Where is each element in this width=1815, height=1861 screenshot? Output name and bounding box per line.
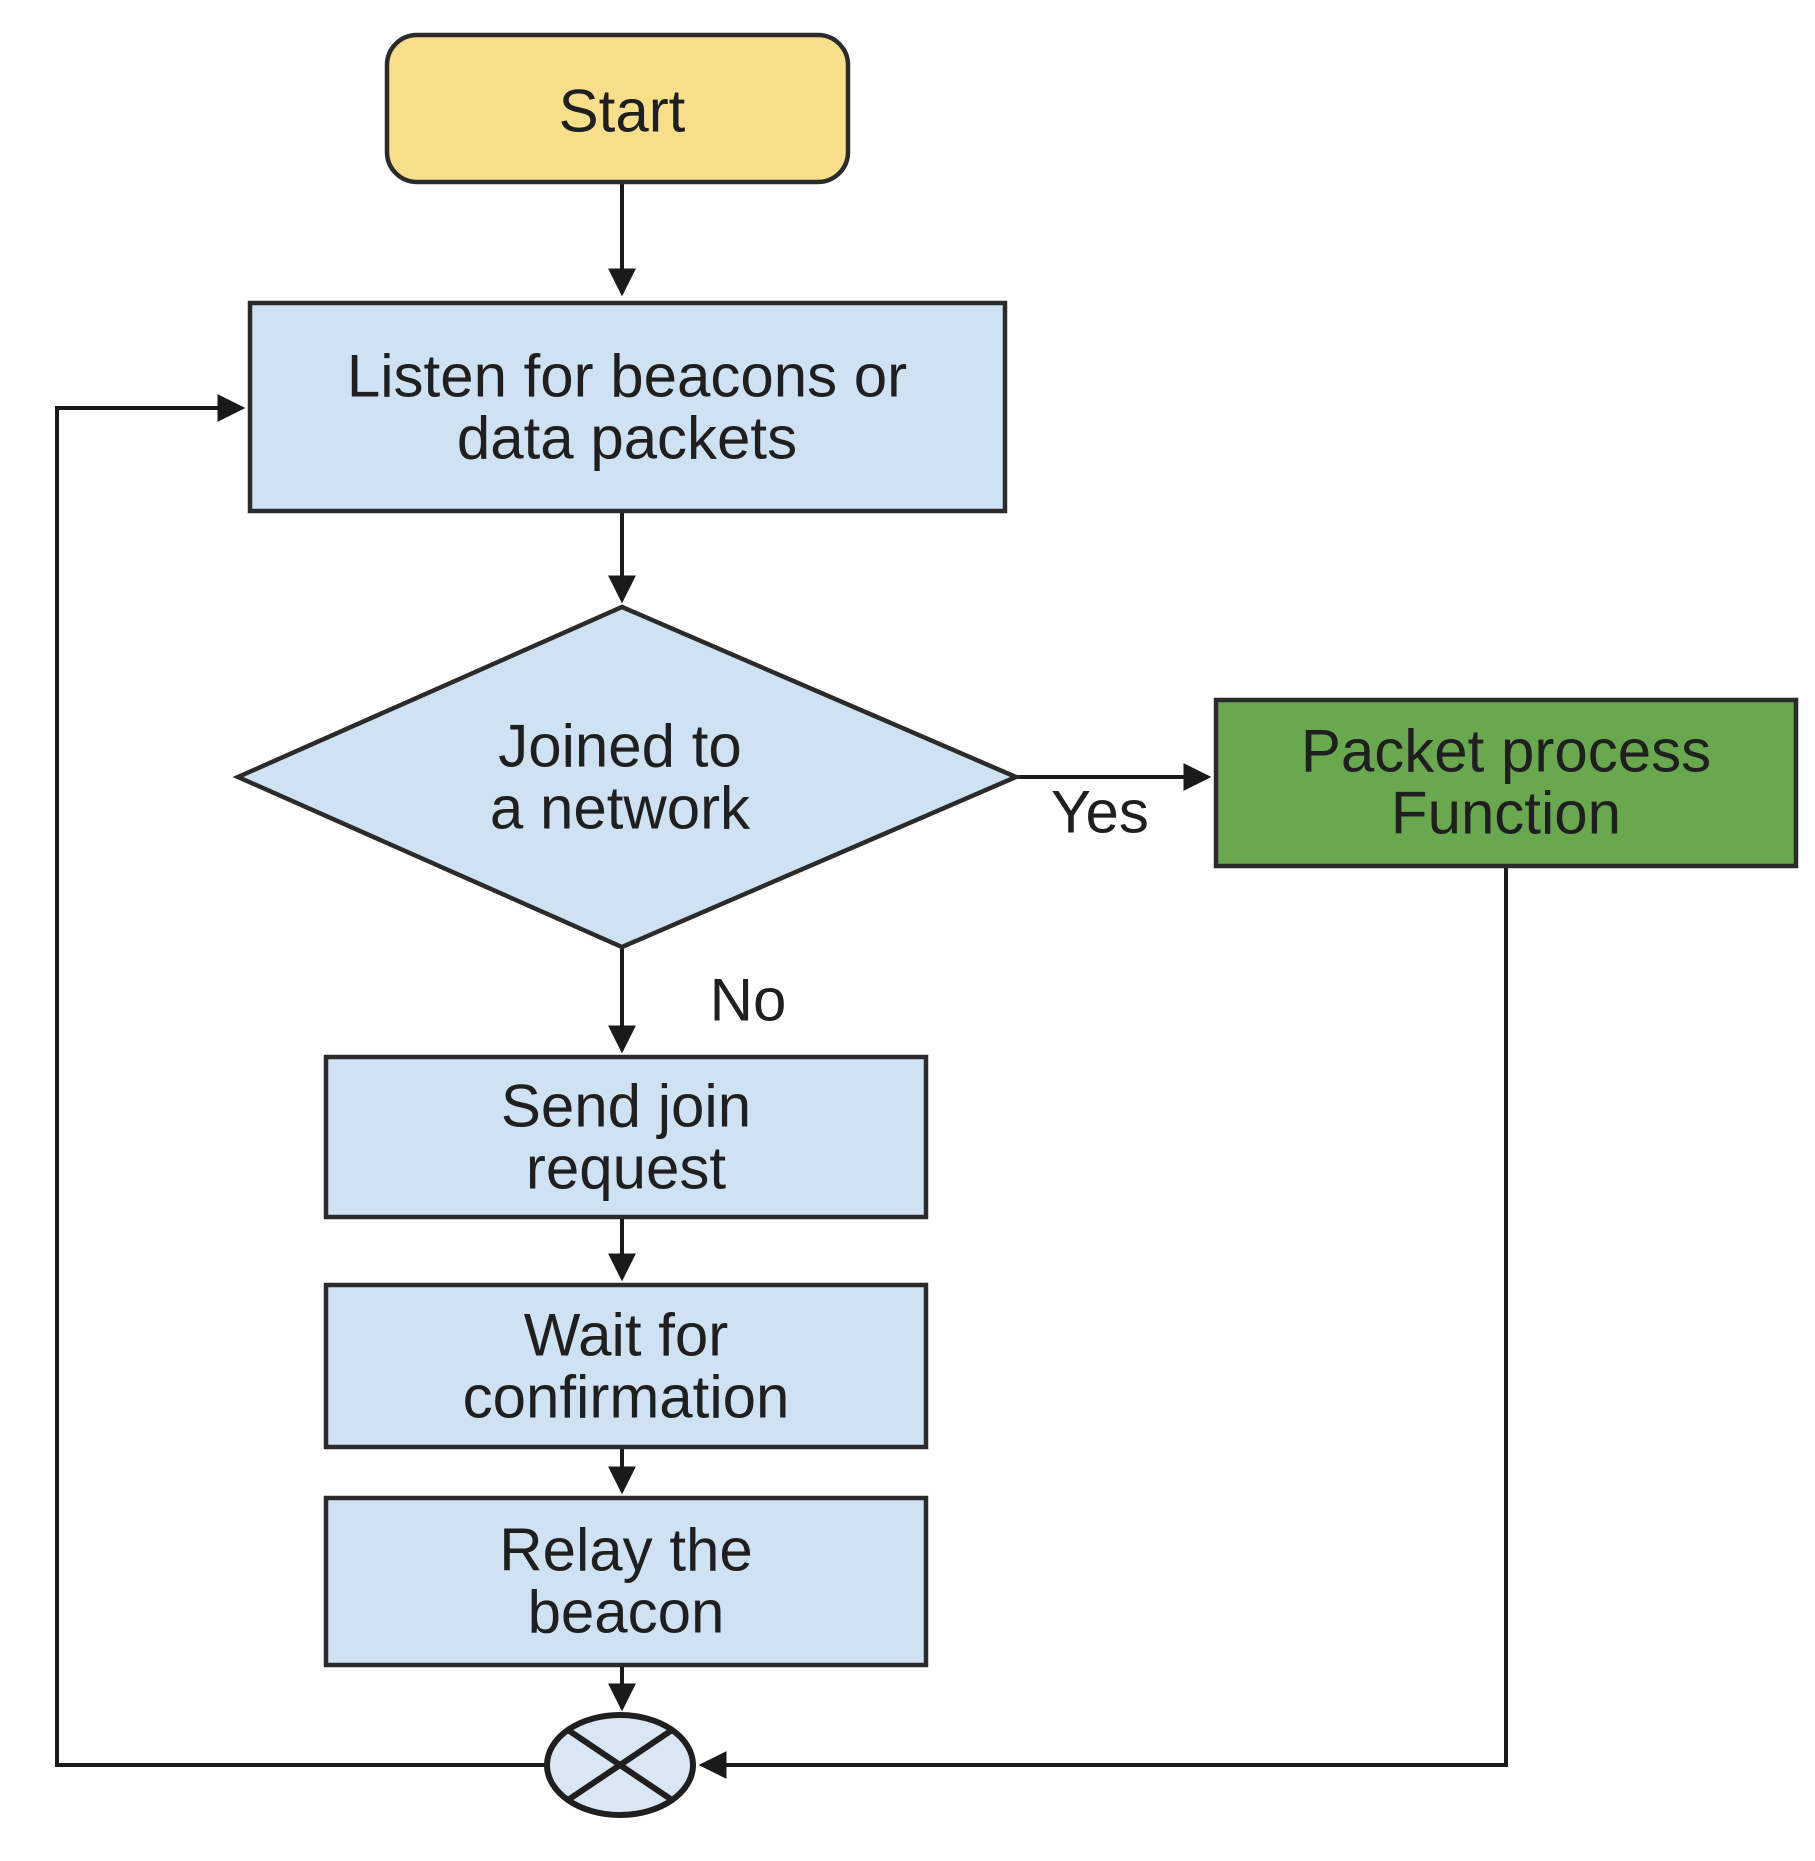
edge-packet-process-to-junction bbox=[698, 867, 1508, 1779]
wait-confirmation-node bbox=[323, 1282, 929, 1450]
edge-junction-loop-to-listen bbox=[55, 394, 546, 1767]
relay-beacon-label-line1: Relay the bbox=[499, 1517, 752, 1584]
relay-beacon-label-line2: beacon bbox=[528, 1579, 725, 1646]
packet-process-label-line2: Function bbox=[1391, 780, 1621, 847]
yes-label: Yes bbox=[1051, 779, 1149, 846]
listen-label-line2: data packets bbox=[457, 405, 797, 472]
packet-process-node bbox=[1213, 697, 1799, 869]
start-node bbox=[384, 32, 851, 185]
send-join-label-line1: Send join bbox=[501, 1073, 751, 1140]
decision-label-line2: a network bbox=[490, 775, 751, 842]
listen-label-line1: Listen for beacons or bbox=[347, 343, 907, 410]
wait-confirmation-label-line1: Wait for bbox=[524, 1302, 728, 1369]
send-join-label-line2: request bbox=[526, 1135, 726, 1202]
no-label: No bbox=[710, 967, 787, 1034]
send-join-node bbox=[323, 1054, 929, 1220]
junction-x-line-2 bbox=[565, 1727, 675, 1803]
listen-node bbox=[247, 300, 1008, 514]
wait-confirmation-label-line2: confirmation bbox=[463, 1364, 790, 1431]
decision-label-line1: Joined to bbox=[498, 713, 742, 780]
decision-node bbox=[232, 604, 1022, 950]
start-label: Start bbox=[559, 78, 686, 145]
packet-process-label-line1: Packet process bbox=[1301, 718, 1711, 785]
relay-beacon-node bbox=[323, 1495, 929, 1668]
